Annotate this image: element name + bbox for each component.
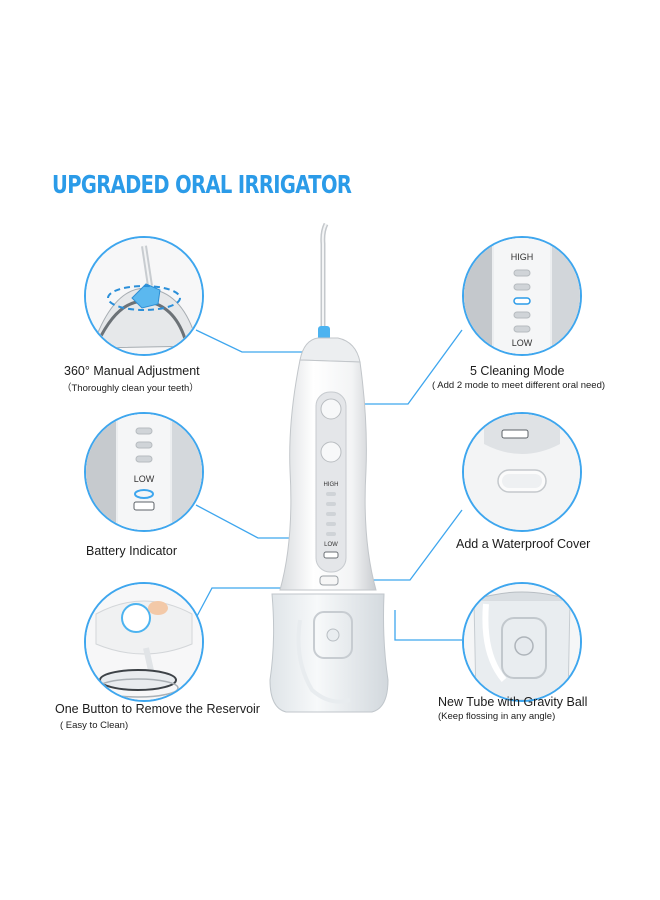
adjustment-connector: [195, 329, 322, 353]
oral-irrigator-image: HIGH LOW: [269, 222, 389, 713]
tube-sublabel: (Keep flossing in any angle): [438, 711, 556, 722]
modes-sublabel: ( Add 2 mode to meet different oral need…: [432, 380, 606, 391]
device-high-label: HIGH: [324, 482, 339, 488]
adjustment-label: 360° Manual Adjustment: [64, 364, 200, 378]
page-title: UPGRADED ORAL IRRIGATOR: [52, 170, 352, 199]
modes-low-label: LOW: [512, 338, 533, 348]
modes-high-label: HIGH: [511, 252, 534, 262]
tube-detail-image: [462, 582, 582, 702]
modes-connector: [350, 329, 463, 405]
modes-label: 5 Cleaning Mode: [470, 364, 565, 378]
cover-label: Add a Waterproof Cover: [456, 537, 591, 551]
battery-low-label: LOW: [134, 474, 155, 484]
battery-detail-image: LOW: [84, 412, 204, 532]
reservoir-detail-image: [84, 582, 204, 702]
modes-detail-image: HIGH LOW: [462, 236, 582, 356]
device-low-label: LOW: [324, 542, 338, 548]
reservoir-label: One Button to Remove the Reservoir: [55, 702, 260, 716]
tube-connector: [394, 610, 462, 641]
reservoir-connector: [195, 587, 312, 619]
adjustment-detail-image: [84, 236, 204, 356]
cover-detail-image: [462, 412, 582, 532]
reservoir-sublabel: ( Easy to Clean): [60, 720, 129, 731]
adjustment-sublabel: （Thoroughly clean your teeth）: [62, 383, 199, 394]
tube-label: New Tube with Gravity Ball: [438, 695, 588, 709]
battery-label: Battery Indicator: [86, 544, 178, 558]
